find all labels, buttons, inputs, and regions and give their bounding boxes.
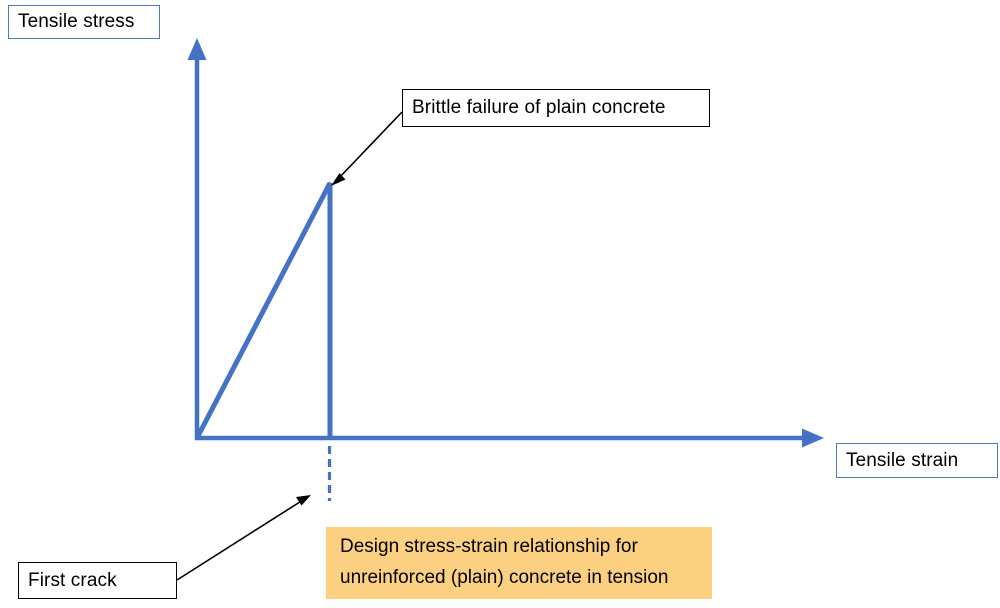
brittle-failure-leader-line xyxy=(337,111,403,180)
brittle-failure-arrow-icon xyxy=(331,173,346,186)
brittle-failure-callout: Brittle failure of plain concrete xyxy=(402,89,710,127)
curve-path xyxy=(194,181,333,440)
x-axis-label-text: Tensile strain xyxy=(846,449,959,471)
y-axis-arrow-icon xyxy=(187,38,207,60)
y-axis-label: Tensile stress xyxy=(8,5,160,39)
brittle-failure-callout-text: Brittle failure of plain concrete xyxy=(412,97,666,119)
x-axis-arrow-icon xyxy=(802,428,824,448)
brittle-failure-leader xyxy=(331,111,403,186)
x-axis-label: Tensile strain xyxy=(836,443,998,478)
first-crack-leader-line xyxy=(176,499,304,581)
y-axis xyxy=(187,38,207,440)
y-axis-label-text: Tensile stress xyxy=(18,11,135,33)
figure-caption-line-2: unreinforced (plain) concrete in tension xyxy=(340,567,669,588)
stress-strain-curve xyxy=(194,181,333,440)
first-crack-callout-text: First crack xyxy=(28,569,117,591)
first-crack-leader xyxy=(176,495,311,581)
figure-caption-line-1: Design stress-strain relationship for xyxy=(340,536,638,558)
first-crack-callout: First crack xyxy=(18,562,177,599)
figure-caption: Design stress-strain relationship for un… xyxy=(326,527,712,599)
first-crack-arrow-icon xyxy=(296,495,311,506)
x-axis xyxy=(195,428,824,448)
